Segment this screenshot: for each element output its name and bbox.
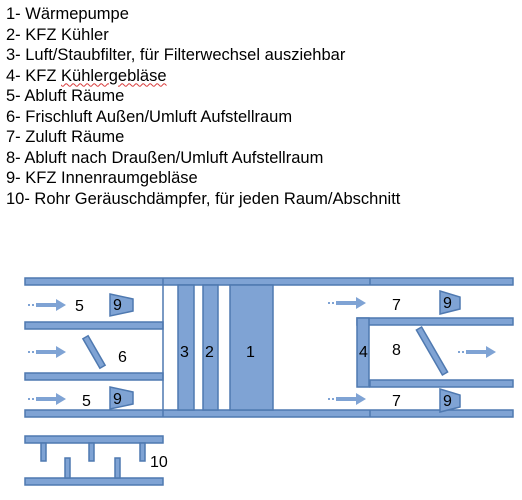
legend-item-2: 2- KFZ Kühler (6, 25, 109, 44)
spellcheck-underlined-word: Kühlergebläse (61, 66, 167, 85)
legend-item-1: 1- Wärmepumpe (6, 5, 129, 23)
radiator-block (202, 284, 219, 411)
legend-list: 1- Wärmepumpe 2- KFZ Kühler 3- Luft/Stau… (6, 4, 400, 209)
blower-icon-top-right (439, 289, 461, 315)
left-divider-lower (24, 372, 164, 381)
legend-item-5: 5- Abluft Räume (6, 87, 125, 105)
label-8: 8 (392, 342, 401, 359)
label-9-bottom-right: 9 (443, 393, 452, 410)
label-6: 6 (118, 349, 127, 366)
right-channel-top (356, 317, 514, 326)
left-divider-upper (24, 321, 164, 330)
legend-item-3: 3- Luft/Staubfilter, für Filterwechsel a… (6, 46, 346, 64)
arrow-icon-right-top (328, 297, 366, 309)
label-9-bottom-left: 9 (113, 391, 122, 408)
blower-icon-top-left (109, 293, 134, 317)
silencer-baffle-2 (64, 457, 71, 479)
silencer-baffle-3 (88, 442, 95, 462)
label-9-top-right: 9 (443, 295, 452, 312)
label-10: 10 (150, 454, 168, 471)
exhaust-flap (415, 325, 449, 377)
label-7-bottom: 7 (392, 393, 401, 410)
label-4: 4 (359, 344, 368, 361)
label-5-bottom: 5 (82, 393, 91, 410)
arrow-icon-left-bottom (28, 393, 66, 405)
fan-block (356, 317, 370, 388)
label-1: 1 (246, 344, 255, 361)
legend-item-10: 10- Rohr Geräuschdämpfer, für jeden Raum… (6, 189, 401, 208)
heatpump-block (229, 284, 274, 411)
legend-item-7: 7- Zuluft Räume (6, 128, 125, 146)
housing-top-wall (24, 277, 514, 286)
arrow-icon-right-bottom (328, 393, 366, 405)
filter-block (177, 284, 195, 411)
label-2: 2 (205, 344, 214, 361)
legend-item-8: 8- Abluft nach Draußen/Umluft Aufstellra… (6, 148, 324, 167)
legend-item-4: 4- KFZ Kühlergebläse (6, 66, 167, 85)
blower-icon-bottom-right (439, 387, 461, 413)
label-7-top: 7 (392, 297, 401, 314)
label-5-top: 5 (75, 298, 84, 315)
label-9-top-left: 9 (113, 297, 122, 314)
silencer-bottom-wall (24, 477, 164, 486)
arrow-icon-left-top (28, 299, 66, 311)
silencer-baffle-1 (40, 442, 47, 462)
silencer-baffle-4 (114, 457, 121, 479)
blower-icon-bottom-left (109, 386, 134, 410)
silencer-top-wall (24, 435, 164, 444)
arrow-icon-right-middle (458, 346, 496, 358)
fresh-air-flap (81, 334, 107, 370)
arrow-icon-left-middle (28, 346, 66, 358)
legend-item-9: 9- KFZ Innenraumgebläse (6, 169, 198, 187)
right-channel-bottom (369, 379, 514, 388)
silencer-baffle-5 (139, 442, 146, 462)
legend-item-6: 6- Frischluft Außen/Umluft Aufstellraum (6, 107, 293, 126)
label-3: 3 (180, 344, 189, 361)
